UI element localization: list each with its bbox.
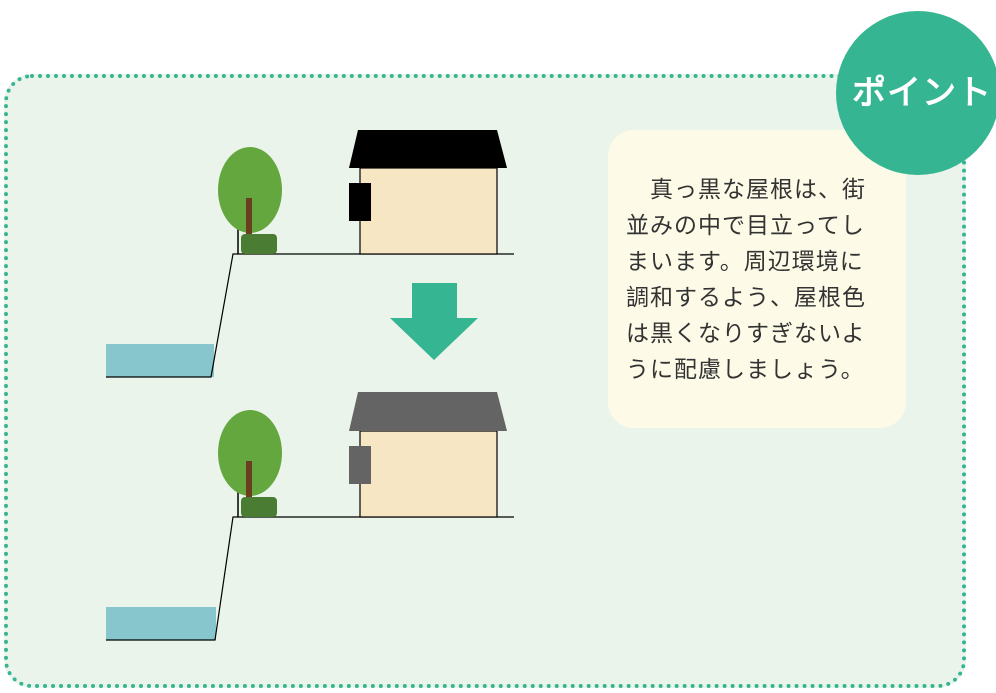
roof-gray <box>349 392 507 431</box>
explanation-note: 真っ黒な屋根は、街 並みの中で目立ってし まいます。周辺環境に 調和するよう、屋… <box>608 130 906 428</box>
roof-black <box>349 130 507 168</box>
water-area <box>106 607 216 640</box>
scene-after <box>106 392 514 641</box>
tree-trunk-icon <box>246 461 252 517</box>
tree-crown <box>218 147 282 233</box>
water-area <box>106 344 214 377</box>
house-wall <box>359 167 498 255</box>
scene-before <box>106 130 514 378</box>
house-wall <box>359 430 498 518</box>
down-arrow-icon <box>390 283 478 360</box>
tree-crown <box>218 410 282 496</box>
tree-trunk-icon <box>246 198 252 254</box>
shrub-icon <box>241 497 277 517</box>
carport-gray <box>349 446 371 484</box>
point-badge: ポイント <box>836 11 996 175</box>
carport-black <box>349 183 371 221</box>
shrub-icon <box>241 234 277 254</box>
